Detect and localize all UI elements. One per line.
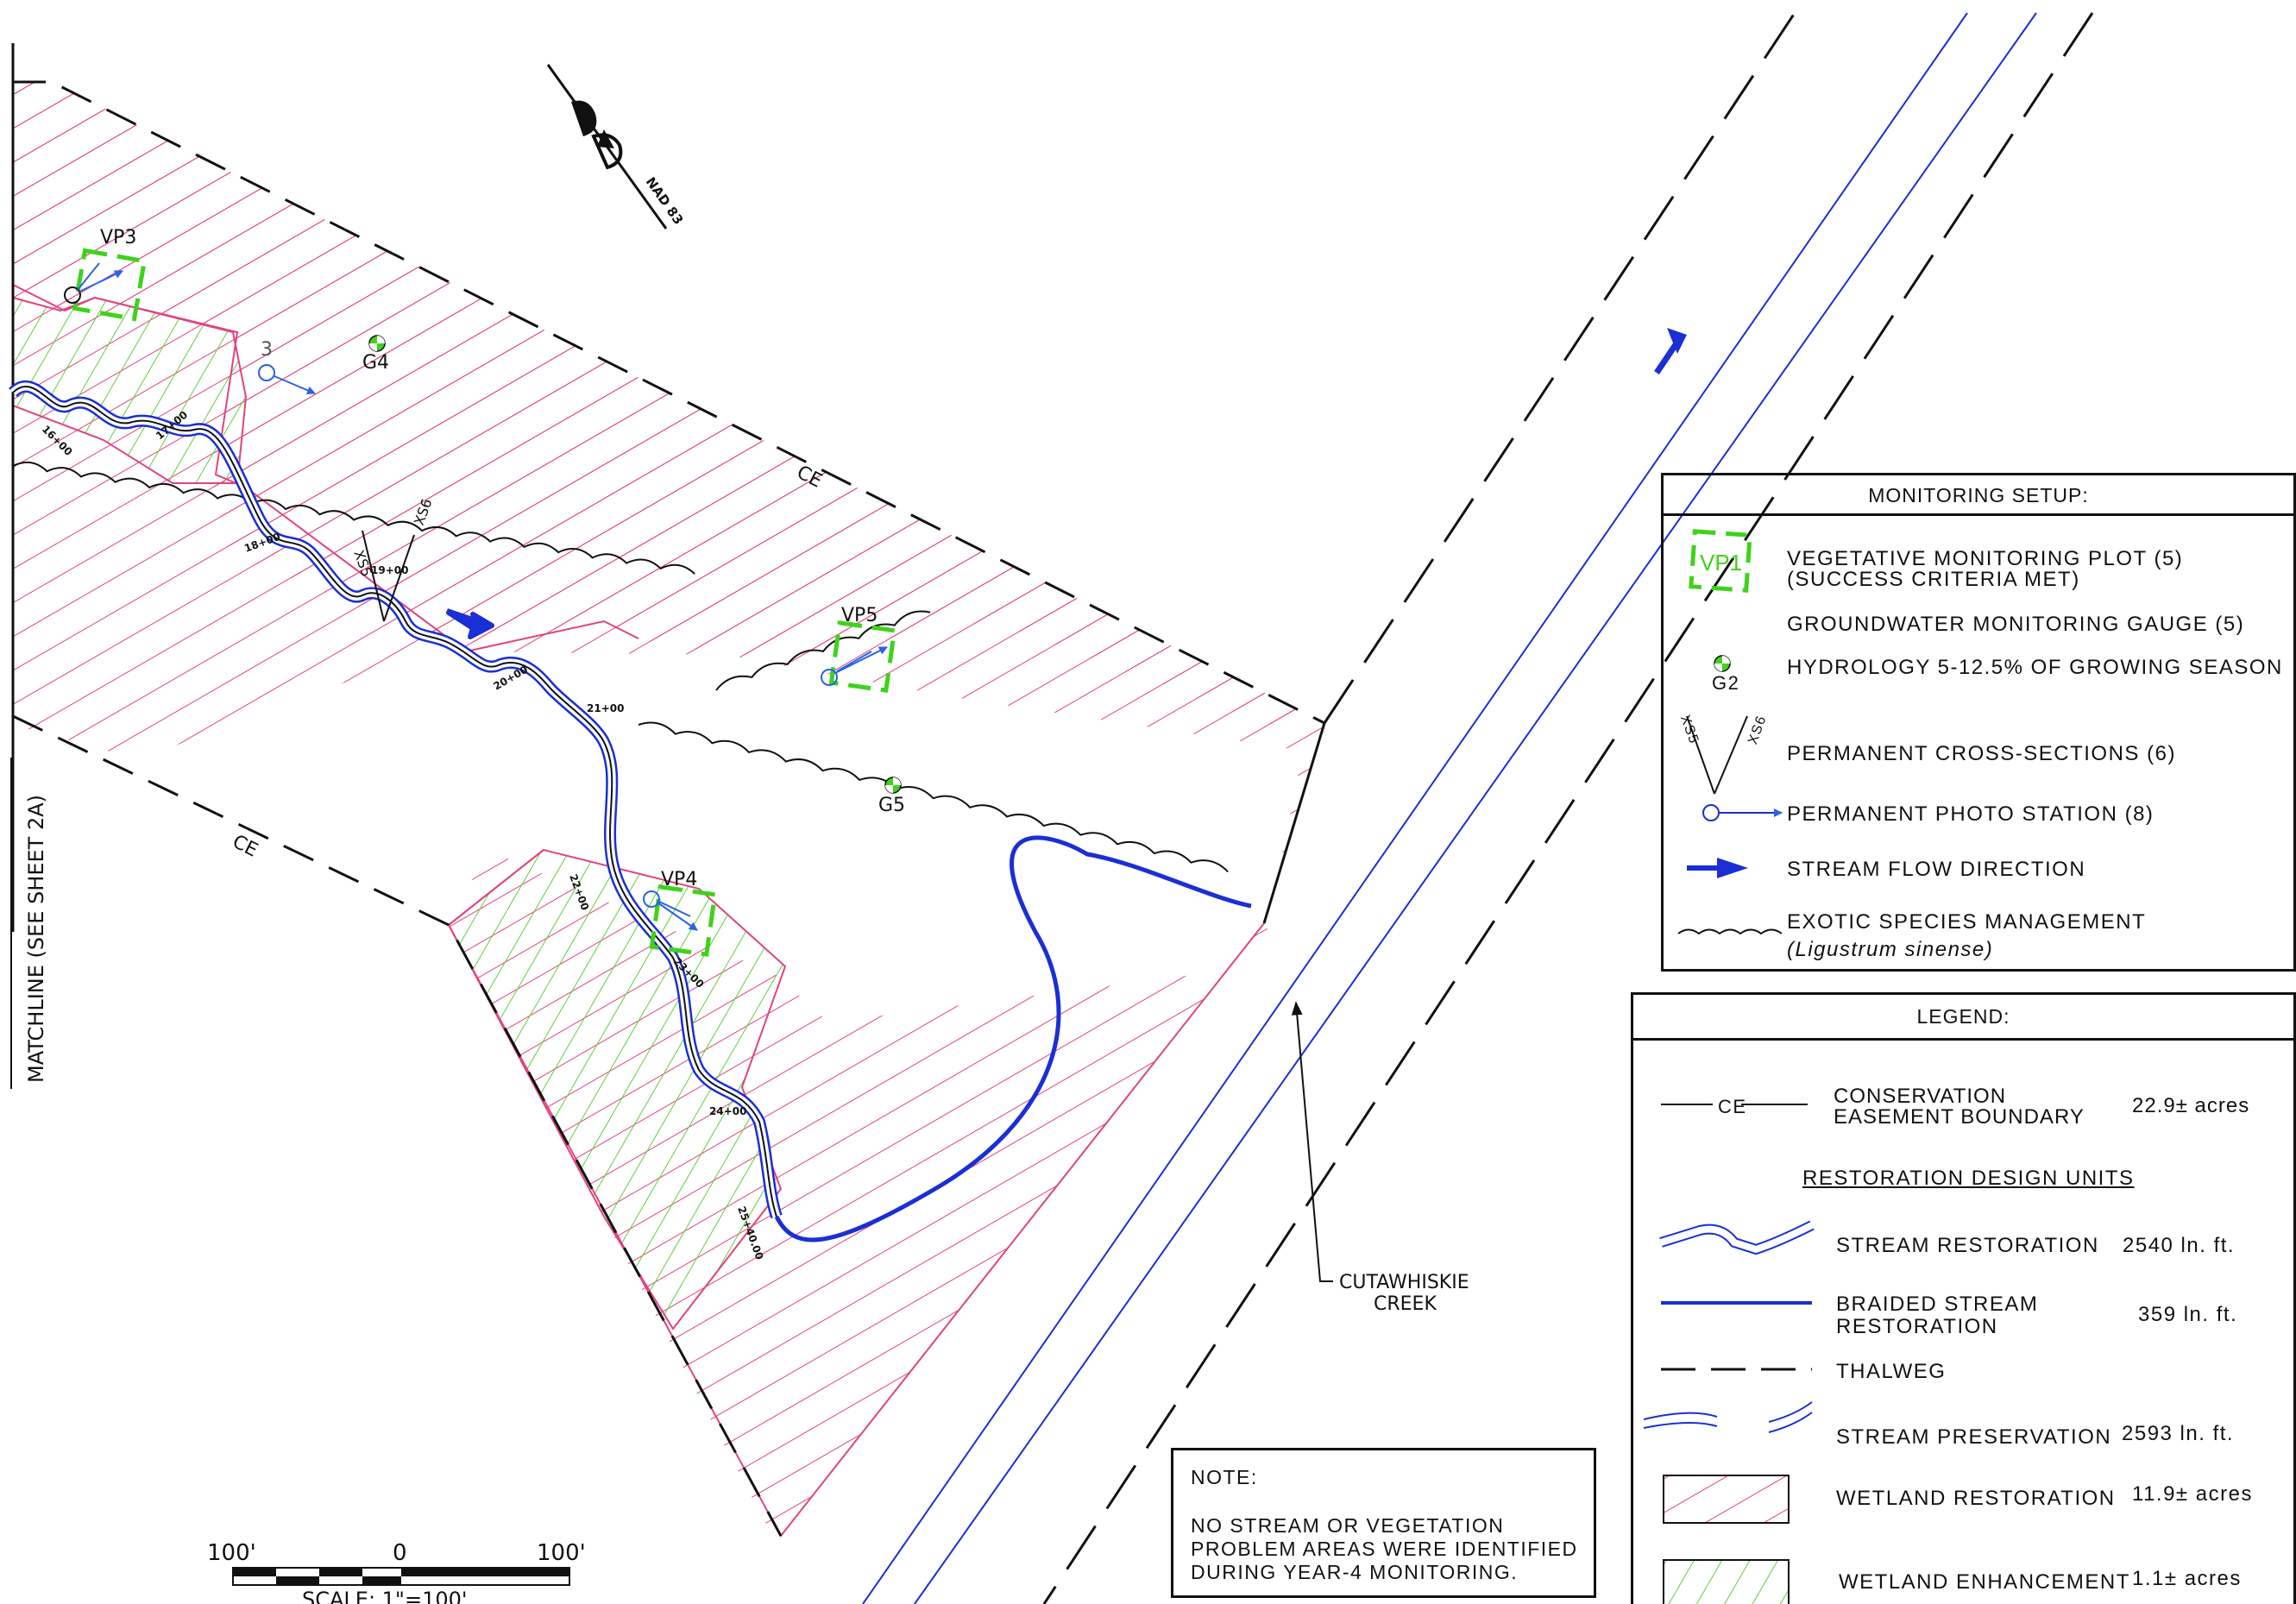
braided-legend-line1: BRAIDED STREAM (1836, 1293, 2039, 1316)
conservation-easement-top (13, 80, 1325, 725)
stream-restoration (9, 381, 783, 1219)
station-label: 19+00 (371, 564, 408, 576)
station-label: 21+00 (587, 702, 624, 714)
north-arrow-datum: NAD 83 (643, 174, 687, 228)
wetland-enhancement-legend: WETLAND ENHANCEMENT (1839, 1570, 2130, 1594)
wetland-restoration-value: 11.9± acres (2132, 1482, 2253, 1506)
note-title: NOTE: (1191, 1466, 1258, 1488)
ce-legend-line1: CONSERVATION (1834, 1085, 2007, 1108)
cross-section-xs5-xs6 (362, 530, 415, 622)
wetland-enhancement-value: 1.1± acres (2132, 1567, 2242, 1590)
scale-center: 0 (393, 1540, 407, 1566)
stream-preservation-legend: STREAM PRESERVATION (1836, 1425, 2112, 1449)
note-line3: DURING YEAR-4 MONITORING. (1191, 1561, 1519, 1583)
legend-title: LEGEND: (1916, 1005, 2010, 1028)
ce-legend-line2: EASEMENT BOUNDARY (1834, 1105, 2085, 1129)
photo-station (64, 262, 888, 931)
scale-right: 100' (537, 1540, 586, 1566)
stream-preservation-value: 2593 ln. ft. (2122, 1422, 2235, 1445)
braided-stream (774, 835, 1252, 1242)
conservation-easement-bottom (12, 714, 783, 1537)
north-arrow: NAD 83 (546, 64, 687, 230)
g4-label: G4 (362, 352, 389, 374)
monitoring-title-bar (1664, 475, 2293, 516)
wetland-restoration-legend: WETLAND RESTORATION (1836, 1487, 2116, 1510)
ce-label-left: CE (229, 831, 261, 862)
matchline-label: MATCHLINE (SEE SHEET 2A) (24, 795, 48, 1083)
xs-symbol-a: XS5 (1676, 713, 1702, 747)
ce-symbol: CE (1718, 1096, 1747, 1117)
gw-legend-line1: GROUNDWATER MONITORING GAUGE (5) (1787, 613, 2245, 636)
legend-symbols (1643, 1104, 1815, 1604)
monitoring-setup-panel: MONITORING SETUP: VP1 VEGETATIVE MONITOR… (1661, 473, 2296, 972)
vp3-label: VP3 (100, 227, 136, 248)
photo-station-3-label: 3 (261, 339, 273, 361)
note-line2: PROBLEM AREAS WERE IDENTIFIED (1191, 1538, 1578, 1560)
gauge-g5 (884, 777, 902, 794)
legend-panel: LEGEND: CE CONSERVATION EASEMENT BOUNDAR… (1631, 992, 2296, 1604)
exotic-legend-line1: EXOTIC SPECIES MANAGEMENT (1787, 910, 2147, 934)
vp4-label: VP4 (661, 869, 697, 890)
thalweg-legend: THALWEG (1836, 1360, 1947, 1383)
note-box: NOTE: NO STREAM OR VEGETATION PROBLEM AR… (1171, 1448, 1596, 1598)
vp-legend-line2: (SUCCESS CRITERIA MET) (1787, 568, 2080, 591)
gw-symbol-label: G2 (1712, 672, 1740, 694)
flow-legend: STREAM FLOW DIRECTION (1787, 858, 2086, 881)
exotic-species-line (12, 461, 695, 575)
exotic-legend-line2: (Ligustrum sinense) (1787, 938, 1994, 961)
xs-legend: PERMANENT CROSS-SECTIONS (6) (1787, 742, 2176, 765)
vp5-plot (828, 620, 897, 693)
ce-legend-value: 22.9± acres (2132, 1094, 2250, 1117)
stream-restoration-value: 2540 ln. ft. (2123, 1234, 2236, 1257)
gauge-g4 (368, 335, 386, 352)
cutawhiskie-creek (862, 12, 2037, 1604)
stream-restoration-legend: STREAM RESTORATION (1836, 1234, 2099, 1257)
monitoring-title: MONITORING SETUP: (1868, 484, 2089, 506)
gw-legend-line2: HYDROLOGY 5-12.5% OF GROWING SEASON (1787, 656, 2283, 679)
note-line1: NO STREAM OR VEGETATION (1191, 1514, 1505, 1537)
scale-left: 100' (207, 1540, 256, 1566)
scale-label: SCALE: 1"=100' (302, 1588, 467, 1604)
braided-legend-value: 359 ln. ft. (2138, 1303, 2238, 1326)
vp-symbol-label: VP1 (1700, 550, 1743, 576)
legend-title-bar (1633, 995, 2293, 1041)
photo-legend: PERMANENT PHOTO STATION (8) (1787, 802, 2154, 826)
design-units-heading: RESTORATION DESIGN UNITS (1802, 1167, 2135, 1190)
station-label: 24+00 (709, 1105, 746, 1117)
vp3-plot (72, 248, 148, 322)
braided-legend-line2: RESTORATION (1836, 1315, 1998, 1338)
vp-legend-line1: VEGETATIVE MONITORING PLOT (5) (1787, 547, 2184, 570)
scale-bar: 100' 0 100' SCALE: 1"=100' (207, 1540, 586, 1604)
xs-symbol-b: XS6 (1745, 713, 1770, 747)
monitoring-symbols (1677, 529, 1783, 935)
vp4-plot (649, 884, 718, 957)
wetland-restoration-top (13, 82, 1324, 733)
creek-label-line2: CREEK (1374, 1293, 1437, 1315)
vp5-label: VP5 (841, 605, 878, 626)
creek-label-line1: CUTAWHISKIE (1339, 1272, 1469, 1293)
g5-label: G5 (878, 795, 905, 816)
